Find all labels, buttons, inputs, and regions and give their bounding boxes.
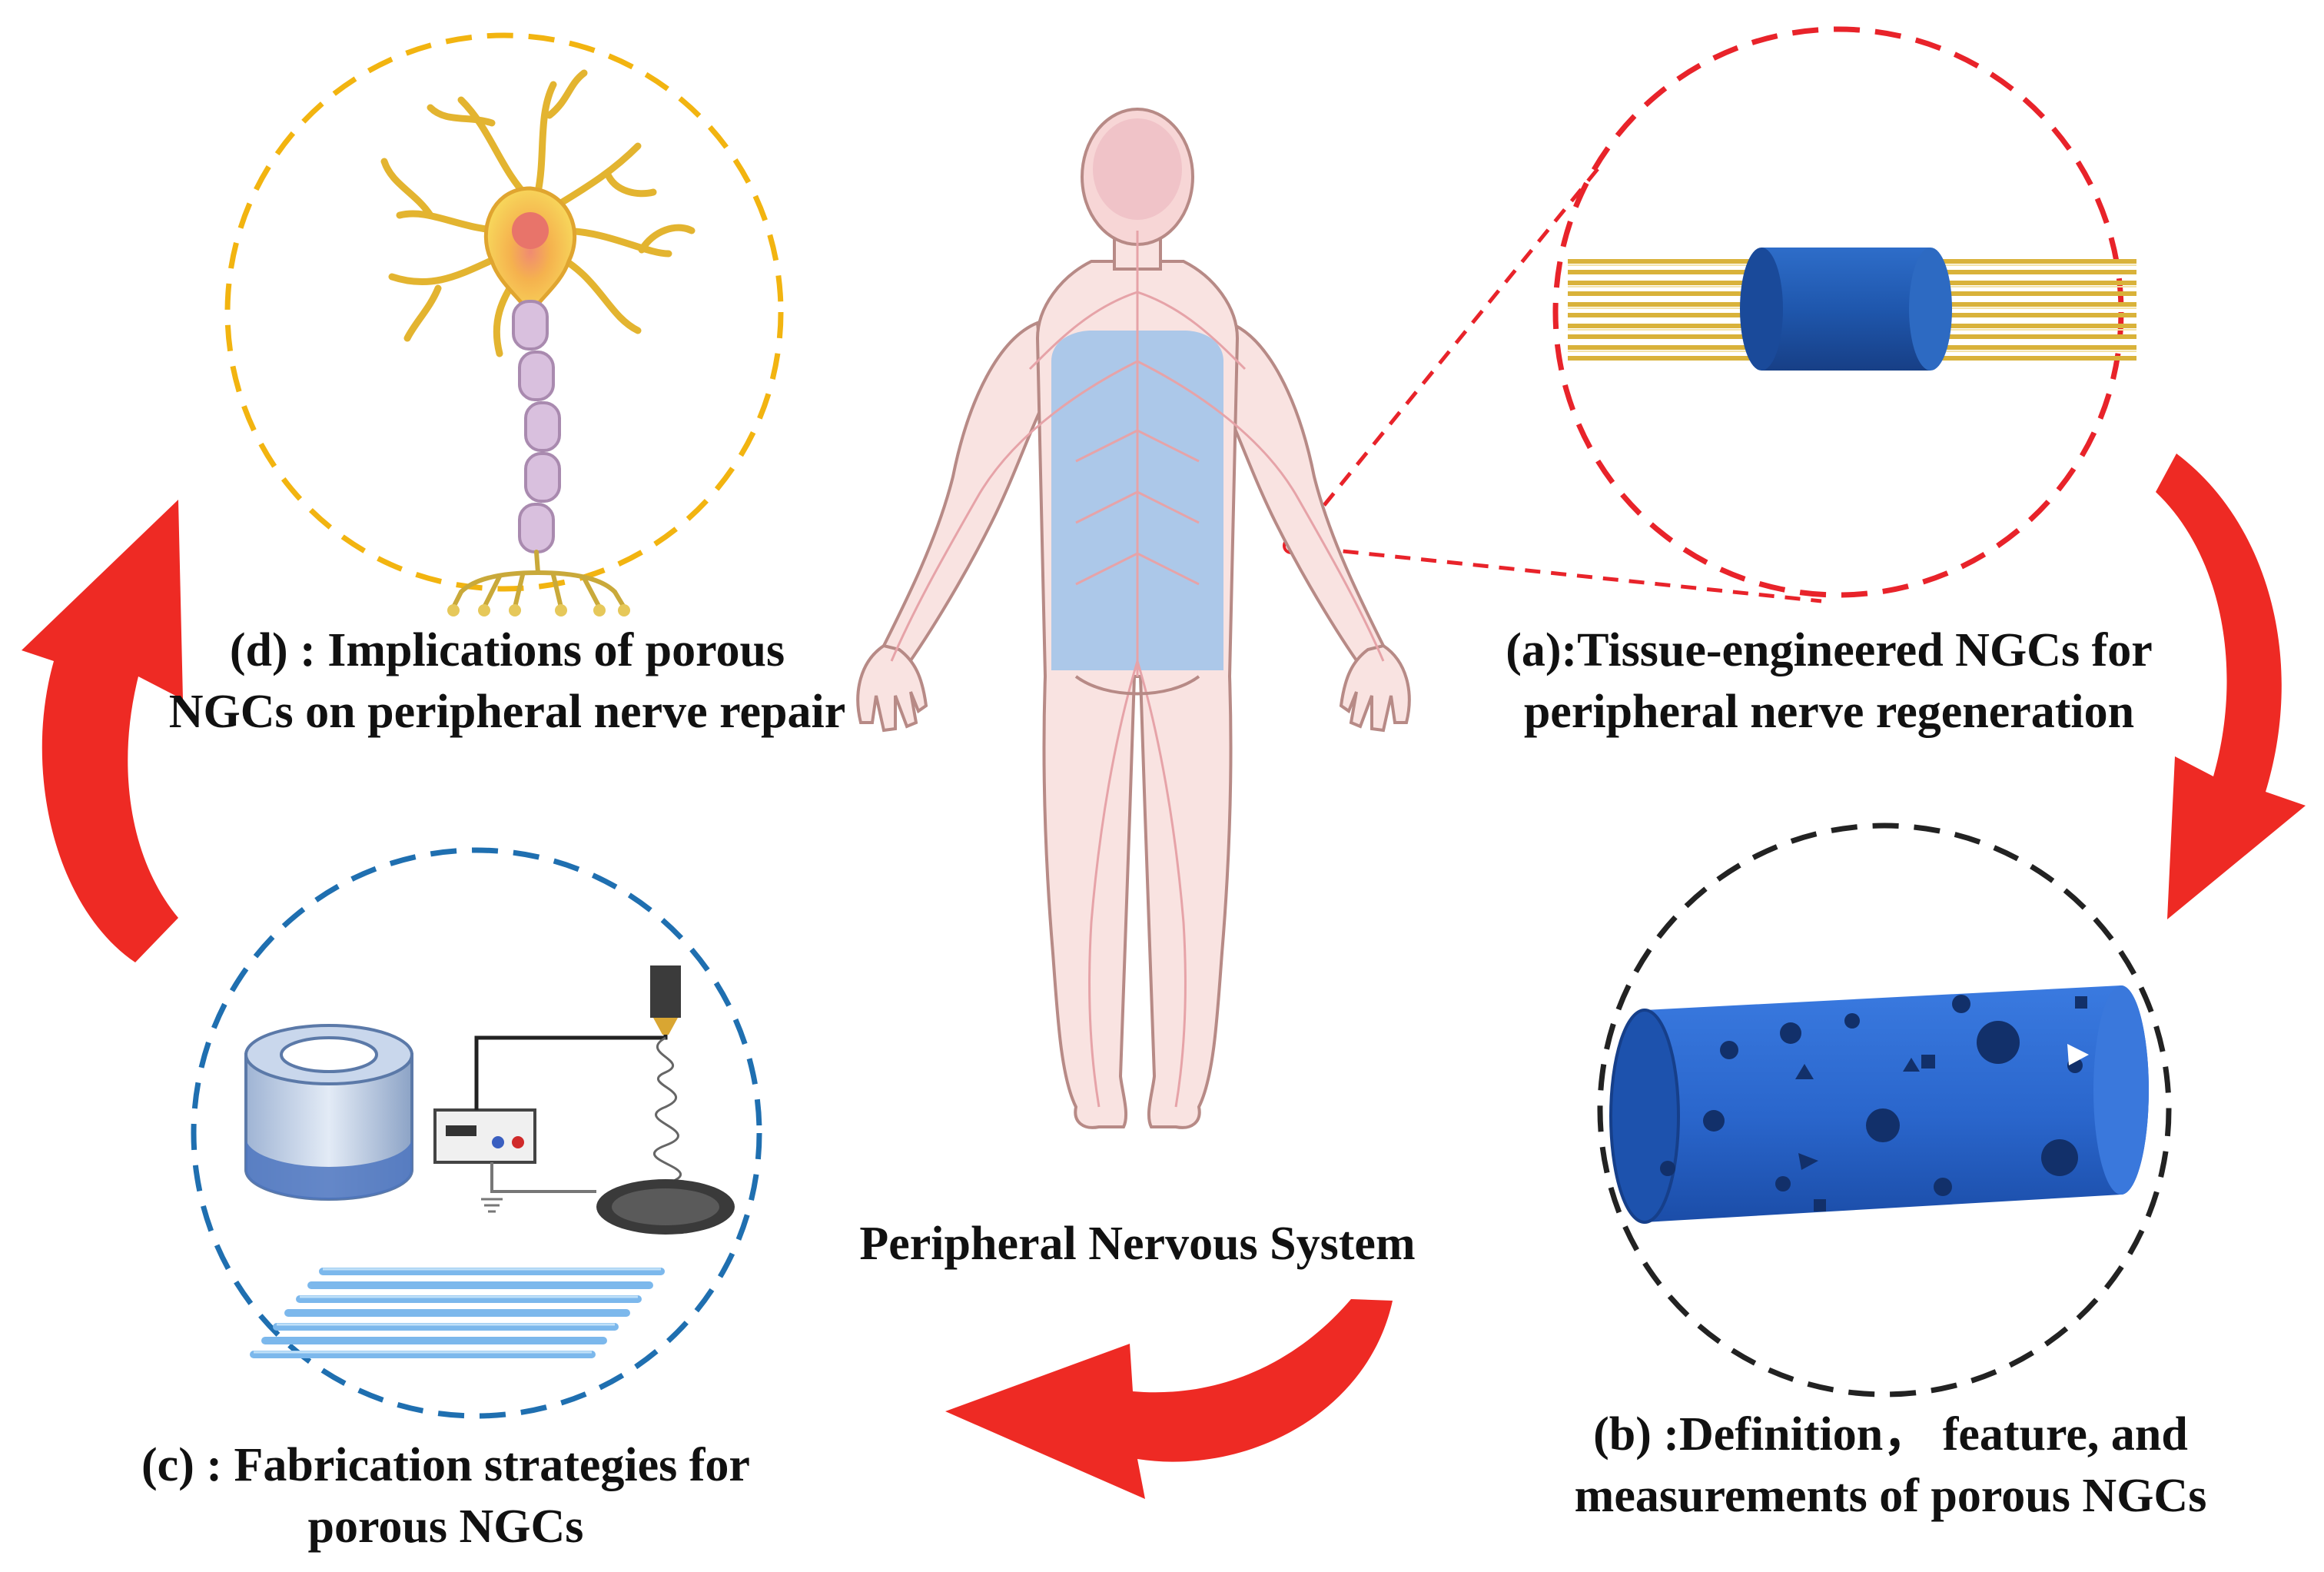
center-label-text: Peripheral Nervous System	[859, 1218, 1416, 1270]
caption-panel-b: (b) :Definition， feature, and measuremen…	[1491, 1404, 2290, 1527]
printed-lattice	[250, 1268, 665, 1358]
cycle-arrows	[22, 454, 2306, 1499]
neuron-soma	[483, 186, 577, 320]
panel-a-conduit	[1283, 26, 2136, 603]
caption-b-line2: measurements of porous NGCs	[1574, 1470, 2207, 1522]
left-hand	[856, 643, 928, 733]
ring-b	[1597, 823, 2172, 1398]
right-arm	[1220, 321, 1392, 683]
arrow-a-to-b	[2156, 454, 2306, 919]
caption-a-line2: peripheral nerve regeneration	[1523, 686, 2135, 738]
brain	[1093, 118, 1182, 220]
caption-d-line2: NGCs on peripheral nerve repair	[168, 686, 846, 738]
hollow-cylinder-mold	[244, 1024, 413, 1201]
panel-b-porous-conduit	[1597, 823, 2172, 1398]
left-arm	[875, 321, 1047, 683]
caption-panel-a: (a):Tissue-engineered NGCs for periphera…	[1445, 620, 2213, 743]
caption-panel-c: (c) : Fabrication strategies for porous …	[77, 1434, 815, 1557]
caption-a-line1: (a):Tissue-engineered NGCs for	[1506, 624, 2153, 676]
electrospinning-setup	[433, 965, 735, 1235]
caption-d-line1: (d) : Implications of porous	[229, 624, 785, 676]
center-label: Peripheral Nervous System	[799, 1213, 1476, 1275]
neuron-icon	[380, 69, 696, 617]
porous-conduit	[1609, 985, 2149, 1224]
caption-c-line2: porous NGCs	[307, 1501, 584, 1553]
human-body-figure	[856, 108, 1411, 1129]
caption-c-line1: (c) : Fabrication strategies for	[141, 1439, 750, 1491]
conduit-tube	[1740, 248, 1952, 371]
arrow-b-to-c	[945, 1299, 1393, 1499]
panel-d-neuron	[224, 32, 784, 617]
right-hand	[1339, 643, 1411, 733]
caption-b-line1: (b) :Definition， feature, and	[1593, 1408, 2188, 1461]
ring-c	[191, 847, 762, 1419]
ring-a	[1552, 26, 2124, 598]
arrow-c-to-d	[22, 500, 183, 962]
caption-panel-d: (d) : Implications of porous NGCs on per…	[123, 620, 891, 743]
panel-c-fabrication	[191, 847, 762, 1419]
ring-d	[224, 32, 784, 592]
